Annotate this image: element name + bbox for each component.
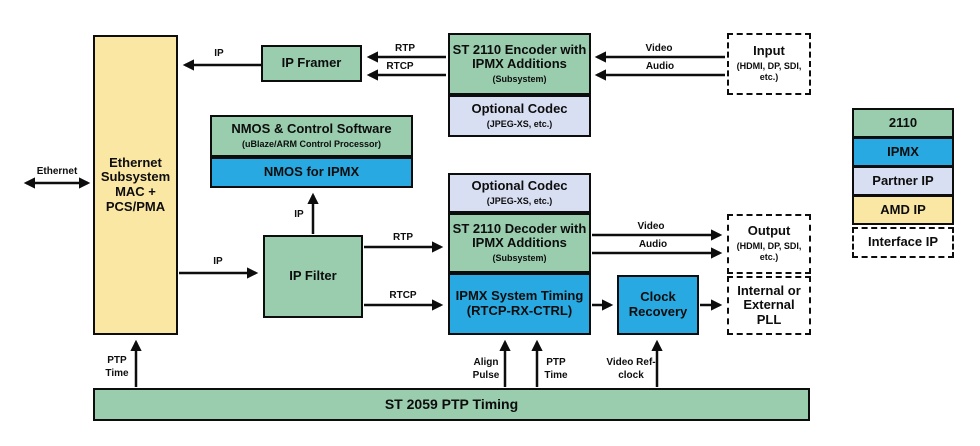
pll-label: Internal or External PLL (737, 282, 801, 327)
align-pulse-arrow-label: Align Pulse (472, 357, 500, 381)
st2059-ptp-timing-label: ST 2059 PTP Timing (384, 395, 519, 412)
legend-item-2110: 2110 (852, 108, 954, 138)
output-label: Output (747, 223, 791, 239)
legend-partner-label: Partner IP (872, 172, 934, 188)
ipmx-system-timing-block: IPMX System Timing (RTCP-RX-CTRL) (448, 273, 591, 335)
ip-to-nmos-arrow-label: IP (294, 209, 304, 220)
input-label: Input (753, 43, 785, 59)
audio-out-arrow-label: Audio (638, 239, 668, 250)
pll-interface-block: Internal or External PLL (727, 276, 811, 335)
video-out-arrow-label: Video (637, 221, 665, 232)
nmos-control-software-block: NMOS & Control Software (uBlaze/ARM Cont… (210, 115, 413, 157)
ip-filter-label: IP Filter (289, 268, 337, 284)
legend-2110-label: 2110 (888, 114, 918, 130)
ptp-time-left-arrow-label: PTP Time (105, 355, 129, 379)
st2110-encoder-label: ST 2110 Encoder with IPMX Additions (452, 41, 587, 72)
nmos-control-label: NMOS & Control Software (231, 121, 392, 137)
rtcp-mid-arrow-label: RTCP (389, 290, 417, 301)
st2110-decoder-label: ST 2110 Decoder with IPMX Additions (452, 220, 587, 251)
nmos-control-sublabel: (uBlaze/ARM Control Processor) (241, 138, 382, 149)
st2110-encoder-block: ST 2110 Encoder with IPMX Additions (Sub… (448, 33, 591, 95)
st2110-encoder-sublabel: (Subsystem) (492, 73, 547, 84)
nmos-for-ipmx-label: NMOS for IPMX (263, 164, 360, 180)
legend-interface-label: Interface IP (867, 234, 939, 250)
video-refclock-arrow-label: Video Ref-clock (606, 357, 656, 381)
ethernet-subsystem-label: Ethernet Subsystem MAC + PCS/PMA (100, 154, 171, 214)
rtp-mid-arrow-label: RTP (393, 232, 413, 243)
legend-amd-label: AMD IP (880, 201, 926, 217)
legend-ipmx-label: IPMX (887, 143, 919, 159)
encoder-codec-sublabel: (JPEG-XS, etc.) (486, 118, 553, 129)
rtp-top-arrow-label: RTP (395, 43, 415, 54)
ip-filter-block: IP Filter (263, 235, 363, 318)
st2110-decoder-sublabel: (Subsystem) (492, 252, 547, 263)
st2110-decoder-block: ST 2110 Decoder with IPMX Additions (Sub… (448, 213, 591, 273)
ptp-time-mid-arrow-label: PTP Time (544, 357, 568, 381)
legend-item-interface-ip: Interface IP (852, 227, 954, 258)
nmos-for-ipmx-block: NMOS for IPMX (210, 157, 413, 188)
rtcp-top-arrow-label: RTCP (386, 61, 414, 72)
encoder-codec-label: Optional Codec (471, 101, 568, 117)
ip-framer-block: IP Framer (261, 45, 362, 82)
ipmx-timing-sublabel: (RTCP-RX-CTRL) (466, 303, 573, 318)
input-sublabel: (HDMI, DP, SDI, etc.) (736, 61, 802, 83)
ipmx-timing-label: IPMX System Timing (455, 288, 584, 304)
decoder-codec-sublabel: (JPEG-XS, etc.) (486, 195, 553, 206)
input-interface-block: Input (HDMI, DP, SDI, etc.) (727, 33, 811, 95)
ip-framer-label: IP Framer (281, 55, 342, 71)
ip-to-filter-arrow-label: IP (213, 256, 223, 267)
clock-recovery-label: Clock Recovery (628, 289, 688, 319)
video-in-arrow-label: Video (645, 43, 673, 54)
st2059-ptp-timing-bar: ST 2059 PTP Timing (93, 388, 810, 421)
legend-item-ipmx: IPMX (852, 137, 954, 167)
output-sublabel: (HDMI, DP, SDI, etc.) (736, 241, 802, 263)
ip-to-mac-arrow-label: IP (214, 48, 224, 59)
ethernet-arrow-label: Ethernet (36, 166, 78, 177)
output-interface-block: Output (HDMI, DP, SDI, etc.) (727, 214, 811, 274)
legend-item-amd-ip: AMD IP (852, 195, 954, 225)
clock-recovery-block: Clock Recovery (617, 275, 699, 335)
audio-in-arrow-label: Audio (645, 61, 675, 72)
encoder-optional-codec-block: Optional Codec (JPEG-XS, etc.) (448, 95, 591, 137)
decoder-codec-label: Optional Codec (471, 178, 568, 194)
ethernet-subsystem-block: Ethernet Subsystem MAC + PCS/PMA (93, 35, 178, 335)
legend-item-partner-ip: Partner IP (852, 166, 954, 196)
decoder-optional-codec-block: Optional Codec (JPEG-XS, etc.) (448, 173, 591, 213)
